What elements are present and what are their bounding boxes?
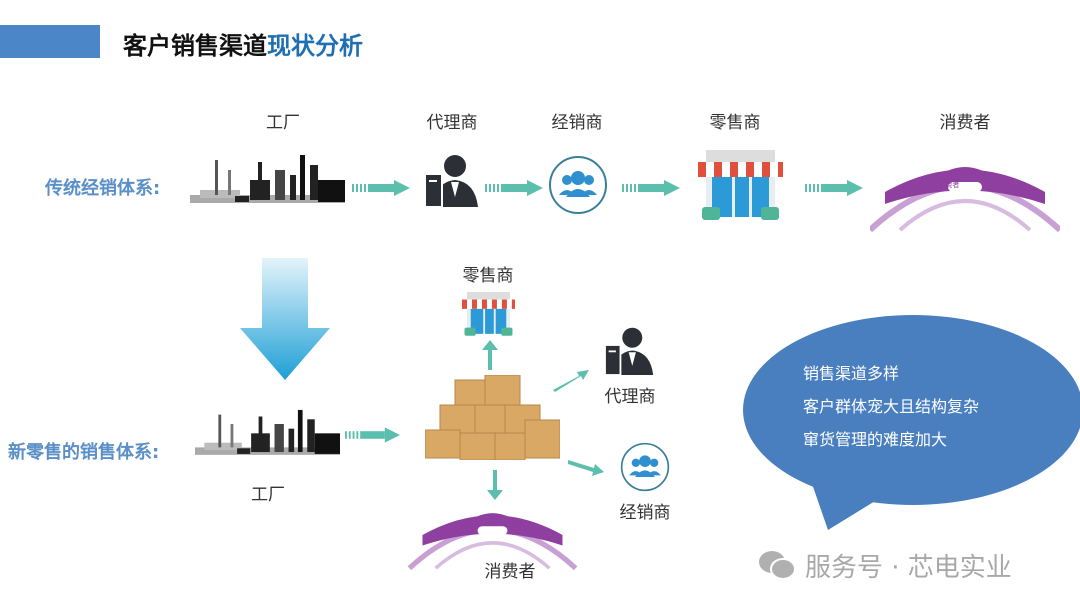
watermark-text: 服务号 · 芯电实业 — [805, 553, 1012, 583]
agent-icon — [425, 152, 480, 207]
new-consumer-label: 消费者 — [484, 562, 536, 582]
bubble-line-1: 销售渠道多样 — [803, 364, 900, 383]
arrow-right-icon — [345, 427, 400, 443]
new-dealer-label: 经销商 — [619, 503, 671, 523]
arrow-right-icon — [805, 180, 863, 196]
arrow-right-icon — [352, 180, 410, 196]
arrow-up-right-icon — [553, 370, 589, 392]
store-icon — [462, 292, 515, 337]
title-bar-accent — [0, 25, 100, 58]
new-retail-system-label: 新零售的销售体系: — [8, 442, 160, 463]
wechat-icon — [759, 551, 796, 580]
page-title: 客户销售渠道现状分析 — [123, 26, 363, 61]
consumers-icon — [870, 152, 1060, 232]
store-icon — [698, 150, 783, 222]
new-factory-label: 工厂 — [251, 485, 285, 505]
factory-icon — [190, 150, 345, 205]
factory-icon — [195, 405, 340, 457]
bubble-line-2: 客户群体宠大且结构复杂 — [803, 397, 980, 416]
title-part2: 现状分析 — [267, 32, 363, 60]
boxes-icon — [425, 375, 560, 460]
traditional-agent-label: 代理商 — [426, 113, 478, 133]
new-agent-label: 代理商 — [604, 387, 656, 407]
arrow-down-icon — [487, 470, 503, 500]
new-retailer-label: 零售商 — [462, 266, 514, 286]
traditional-system-label: 传统经销体系: — [45, 178, 161, 199]
transition-down-arrow-icon — [240, 258, 330, 380]
consumer-badge: 消费者 — [938, 181, 960, 189]
traditional-dealer-label: 经销商 — [551, 113, 603, 133]
arrow-down-right-icon — [568, 460, 604, 476]
arrow-up-icon — [482, 340, 498, 370]
traditional-factory-label: 工厂 — [266, 113, 300, 133]
speech-bubble — [743, 315, 1080, 530]
bubble-line-3: 窜货管理的难度加大 — [803, 430, 948, 449]
traditional-retailer-label: 零售商 — [709, 113, 761, 133]
dealer-icon — [548, 155, 608, 215]
arrow-right-icon — [622, 180, 680, 196]
title-part1: 客户销售渠道 — [123, 32, 267, 60]
agent-icon — [605, 325, 655, 375]
dealer-icon — [620, 442, 670, 492]
traditional-consumer-label: 消费者 — [939, 113, 991, 133]
arrow-right-icon — [485, 180, 543, 196]
